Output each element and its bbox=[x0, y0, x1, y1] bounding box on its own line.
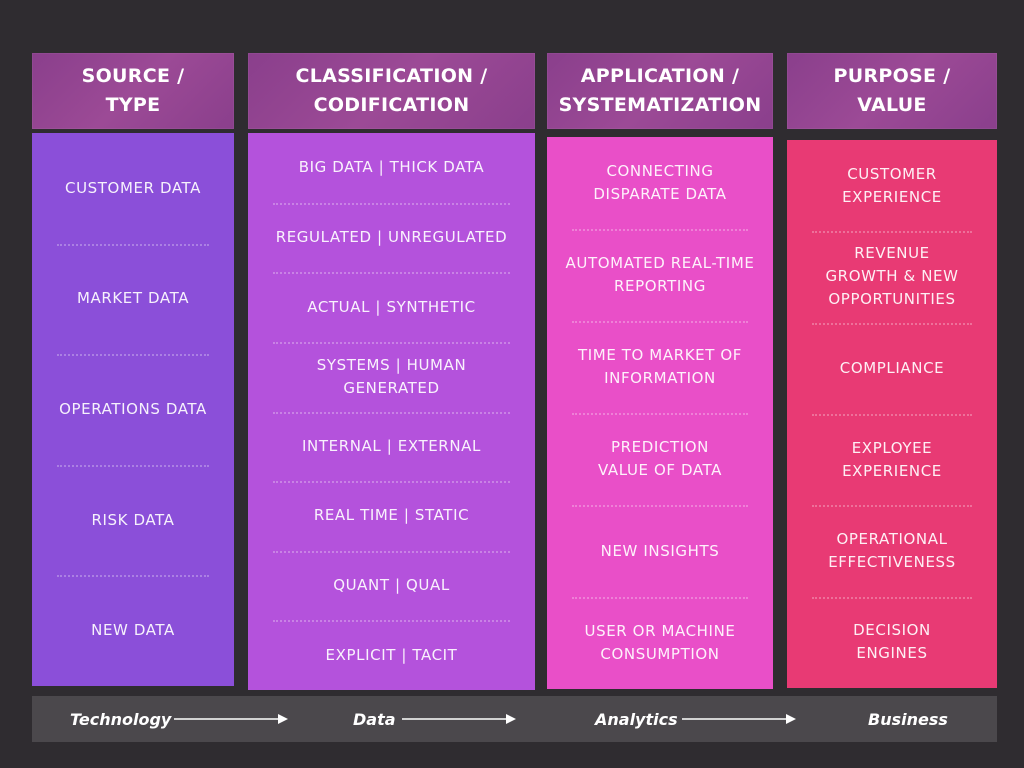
list-item: TIME TO MARKET OF INFORMATION bbox=[547, 321, 773, 413]
list-item: CUSTOMER DATA bbox=[65, 178, 201, 197]
list-item: PREDICTION VALUE OF DATA bbox=[547, 413, 773, 505]
step-data: Data bbox=[353, 709, 396, 729]
list-item: OPERATIONAL EFFECTIVENESS bbox=[787, 505, 997, 596]
application-systematization-column: CONNECTING DISPARATE DATA AUTOMATED REAL… bbox=[547, 137, 773, 689]
list-item: ACTUAL | SYNTHETIC bbox=[248, 272, 535, 342]
purpose-value-column: CUSTOMER EXPERIENCE REVENUE GROWTH & NEW… bbox=[787, 140, 997, 688]
list-item: MARKET DATA bbox=[32, 243, 234, 355]
arrow-right-icon bbox=[174, 714, 288, 724]
list-item: DECISION ENGINES bbox=[787, 596, 997, 688]
list-item: CUSTOMER EXPERIENCE bbox=[842, 164, 942, 206]
header-line: SOURCE / bbox=[81, 65, 185, 87]
list-item: REVENUE GROWTH & NEW OPPORTUNITIES bbox=[787, 231, 997, 322]
list-item: NEW DATA bbox=[32, 575, 234, 686]
list-item: REAL TIME | STATIC bbox=[248, 481, 535, 551]
list-item: NEW INSIGHTS bbox=[547, 505, 773, 597]
header-line: VALUE bbox=[857, 94, 927, 116]
header-line: APPLICATION / bbox=[580, 65, 740, 87]
application-systematization-header: APPLICATION / SYSTEMATIZATION bbox=[547, 53, 773, 129]
header-line: TYPE bbox=[105, 94, 161, 116]
purpose-value-header: PURPOSE / VALUE bbox=[787, 53, 997, 129]
arrow-right-icon bbox=[402, 714, 516, 724]
header-line: SYSTEMATIZATION bbox=[558, 94, 762, 116]
list-item: QUANT | QUAL bbox=[248, 550, 535, 621]
list-item: RISK DATA bbox=[32, 464, 234, 576]
list-item: AUTOMATED REAL-TIME REPORTING bbox=[547, 229, 773, 321]
classification-codification-header: CLASSIFICATION / CODIFICATION bbox=[248, 53, 535, 129]
step-technology: Technology bbox=[70, 709, 172, 729]
list-item: CONNECTING DISPARATE DATA bbox=[593, 162, 727, 203]
list-item: SYSTEMS | HUMAN GENERATED bbox=[248, 341, 535, 412]
source-type-column: CUSTOMER DATA MARKET DATA OPERATIONS DAT… bbox=[32, 133, 234, 686]
value-chain-footer: Technology Data Analytics Business bbox=[32, 696, 997, 742]
list-item: USER OR MACHINE CONSUMPTION bbox=[547, 597, 773, 689]
classification-codification-column: BIG DATA | THICK DATA REGULATED | UNREGU… bbox=[248, 133, 535, 690]
step-analytics: Analytics bbox=[595, 709, 678, 729]
list-item: INTERNAL | EXTERNAL bbox=[248, 411, 535, 482]
list-item: BIG DATA | THICK DATA bbox=[298, 158, 485, 177]
step-business: Business bbox=[868, 709, 948, 729]
list-item: OPERATIONS DATA bbox=[32, 354, 234, 465]
header-line: CODIFICATION bbox=[313, 94, 470, 116]
list-item: EXPLICIT | TACIT bbox=[248, 620, 535, 690]
list-item: COMPLIANCE bbox=[787, 322, 997, 414]
header-line: PURPOSE / bbox=[833, 65, 951, 87]
arrow-right-icon bbox=[682, 714, 796, 724]
source-type-header: SOURCE / TYPE bbox=[32, 53, 234, 129]
list-item: EXPLOYEE EXPERIENCE bbox=[787, 413, 997, 505]
list-item: REGULATED | UNREGULATED bbox=[248, 202, 535, 273]
header-line: CLASSIFICATION / bbox=[295, 65, 488, 87]
